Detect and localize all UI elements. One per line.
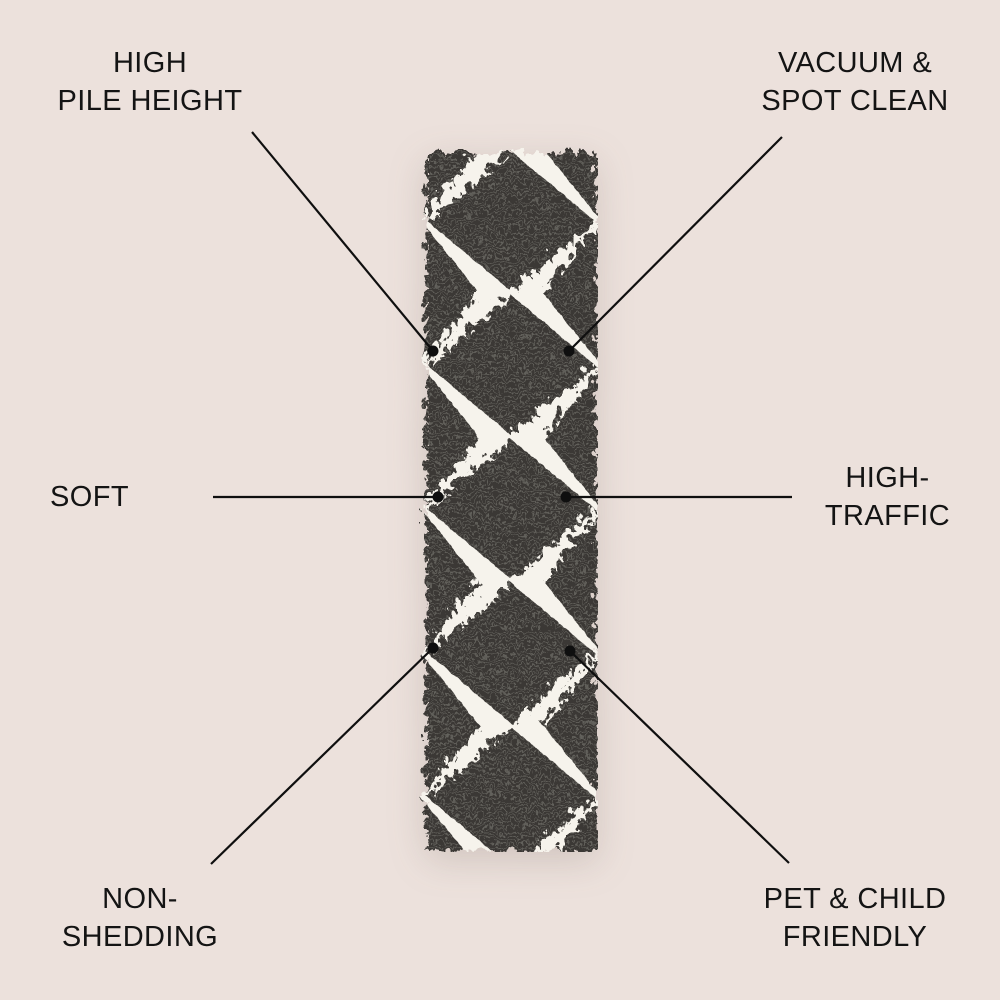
callout-label-line: SOFT xyxy=(50,481,129,513)
callout-label-line: NON- xyxy=(102,883,178,915)
callout-label-line: SHEDDING xyxy=(61,921,219,953)
callout-label-line: HIGH- xyxy=(845,462,930,494)
rug-weave-texture xyxy=(422,150,594,848)
callout-pet-child-friendly: PET & CHILD FRIENDLY xyxy=(725,880,985,956)
connector-line-vacuum-spot-clean xyxy=(568,136,783,352)
callout-high-pile-height: HIGH PILE HEIGHT xyxy=(30,44,270,120)
connector-line-non-shedding xyxy=(210,647,434,865)
rug-image xyxy=(422,150,594,848)
callout-vacuum-spot-clean: VACUUM & SPOT CLEAN xyxy=(725,44,985,120)
callout-label-line: VACUUM & xyxy=(777,47,933,79)
callout-soft: SOFT xyxy=(50,478,250,516)
connector-line-pet-child-friendly xyxy=(569,650,790,864)
callout-non-shedding: NON- SHEDDING xyxy=(30,880,250,956)
callout-label-line: HIGH xyxy=(112,47,188,79)
callout-high-traffic: HIGH- TRAFFIC xyxy=(780,459,995,535)
callout-label-line: PET & CHILD xyxy=(763,883,947,915)
callout-label-line: TRAFFIC xyxy=(824,500,951,532)
callout-label-line: PILE HEIGHT xyxy=(57,85,243,117)
callout-label-line: FRIENDLY xyxy=(782,921,928,953)
callout-label-line: SPOT CLEAN xyxy=(761,85,949,117)
connector-line-high-pile-height xyxy=(251,131,434,352)
